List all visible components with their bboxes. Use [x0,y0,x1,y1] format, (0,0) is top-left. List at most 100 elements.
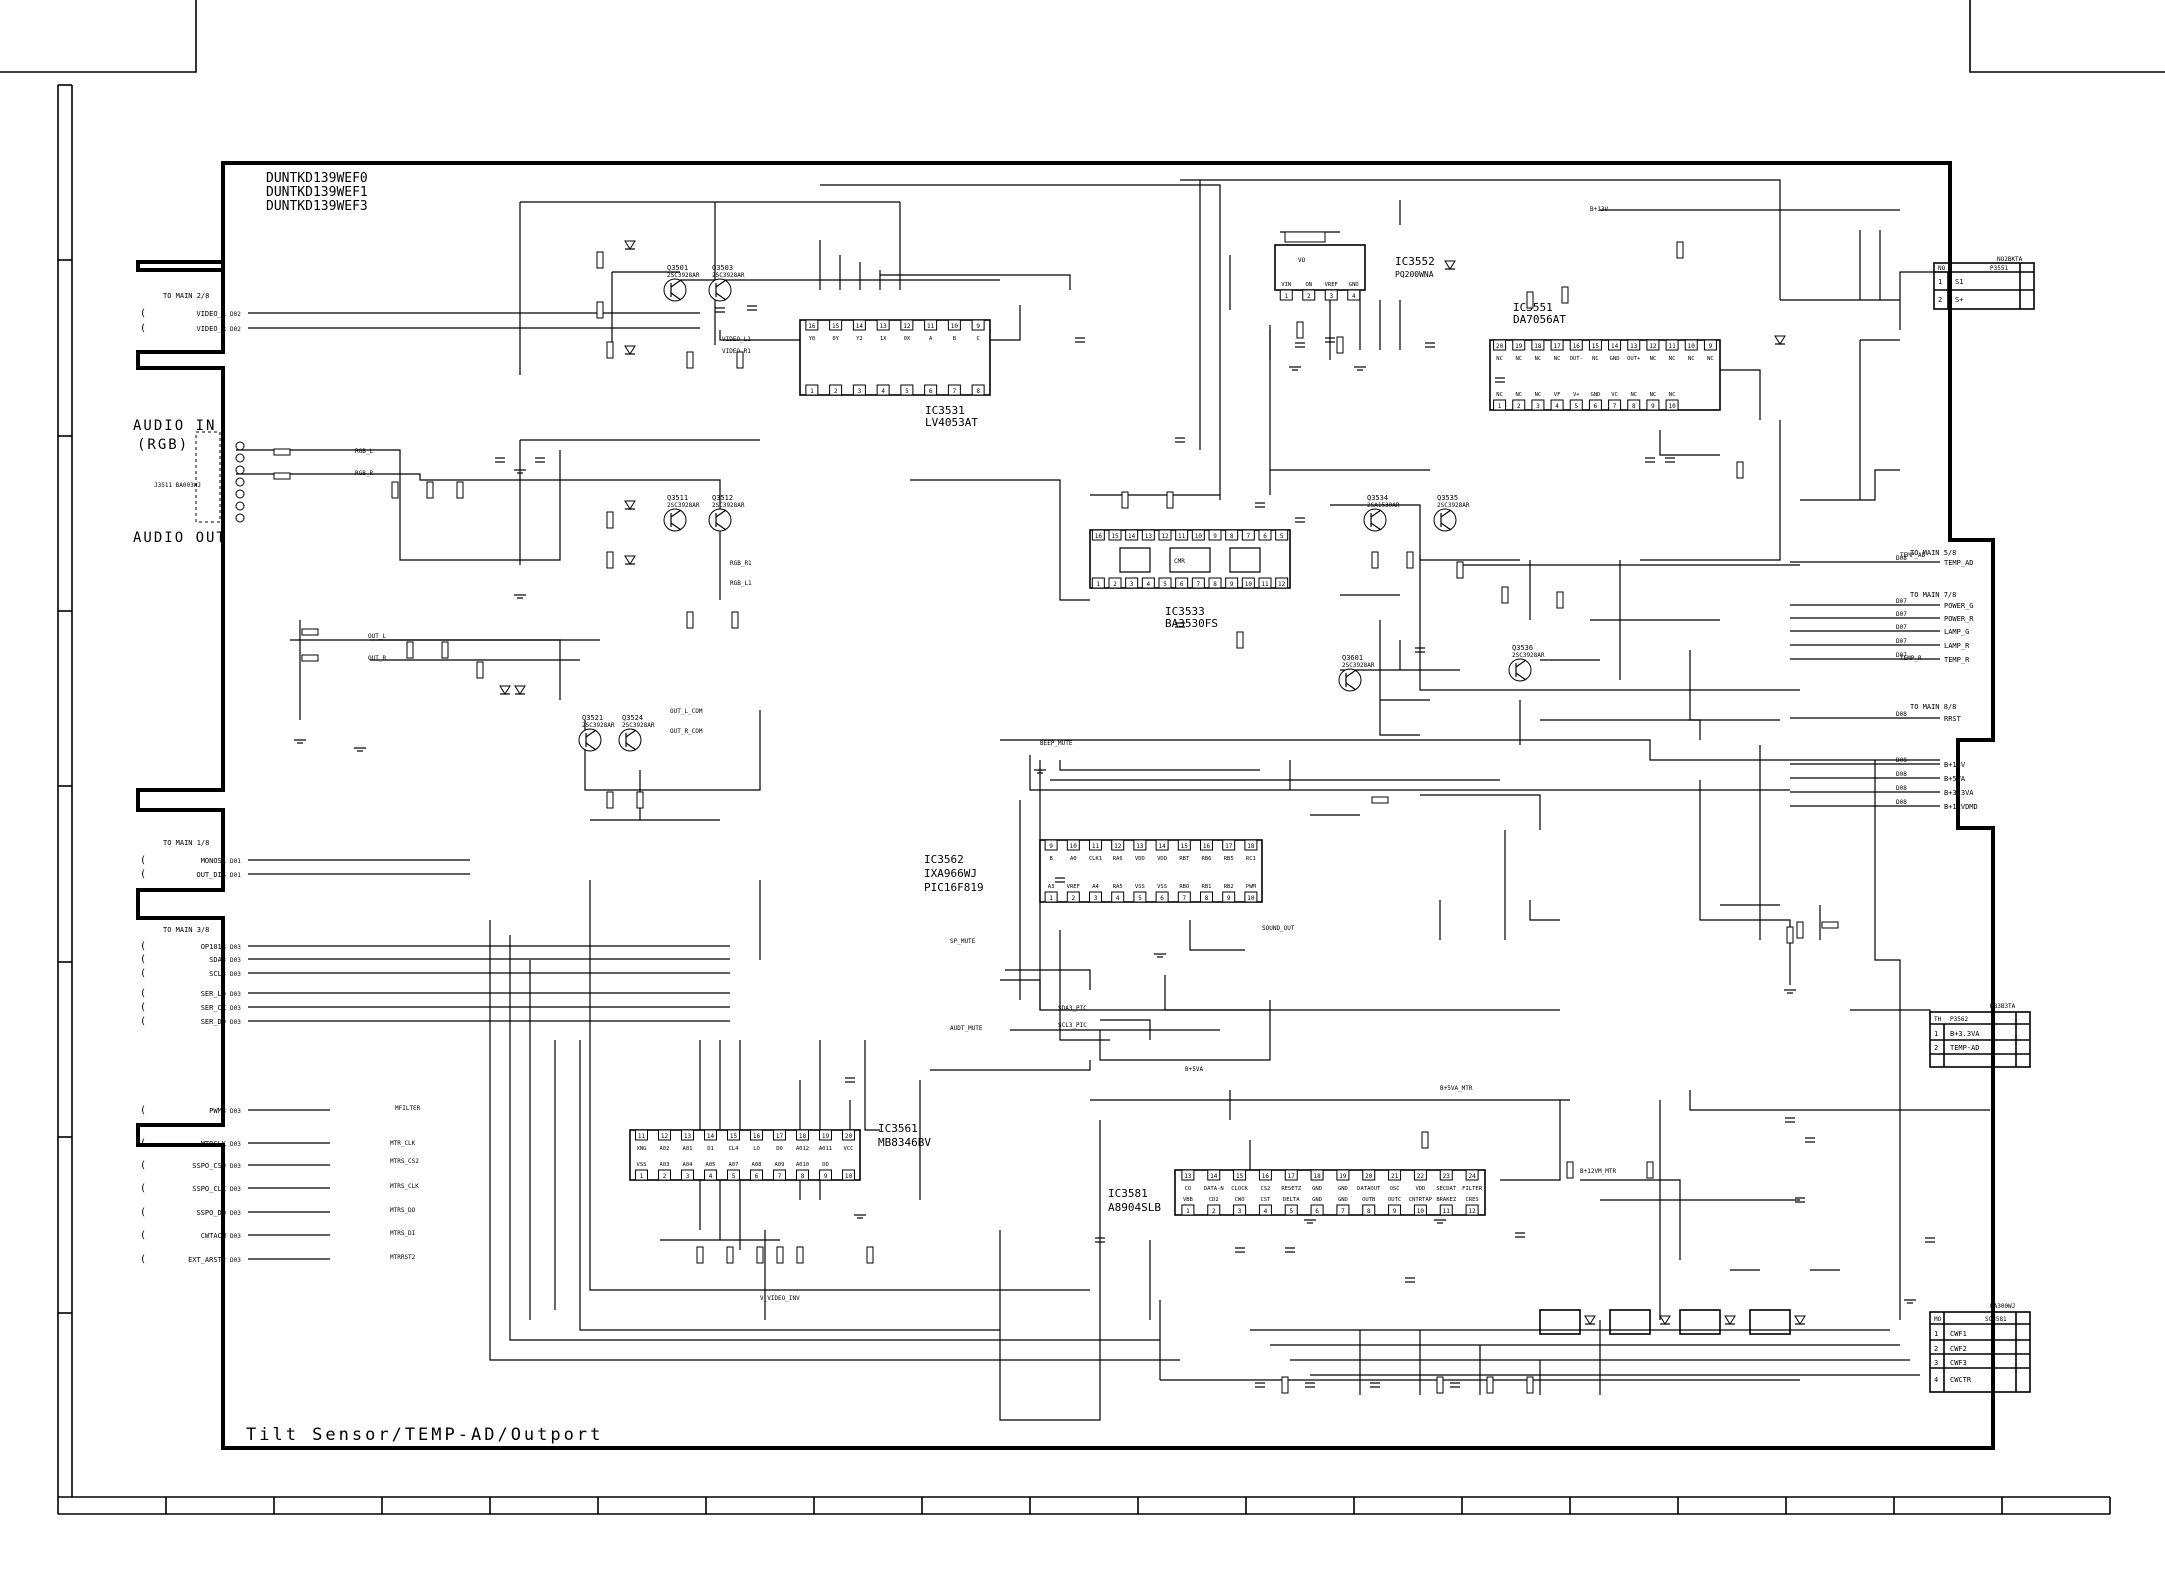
svg-text:2SC3928AR: 2SC3928AR [1512,652,1545,659]
svg-text:Q3601: Q3601 [1342,654,1363,662]
transistor-group: Q35012SC3928ARQ35032SC3928ARQ35112SC3928… [578,264,1545,752]
svg-text:D03: D03 [230,991,241,998]
svg-text:NC: NC [1650,356,1657,362]
svg-text:Q3511: Q3511 [667,494,688,502]
svg-text:D03: D03 [230,957,241,964]
net-label: SDA3_PIC [1058,1005,1087,1012]
ic3561-pins-pin-top: 17 [776,1133,784,1140]
ic3561-pins-pin-top: 14 [707,1133,715,1140]
ic3531-pins-pin-bot: 8 [976,388,980,395]
svg-text:TH: TH [1934,1016,1942,1023]
svg-text:2SC3928AR: 2SC3928AR [1437,502,1470,509]
svg-text:2SC3928AR: 2SC3928AR [712,272,745,279]
ic3551-pins-pin-top: 16 [1573,343,1581,350]
svg-text:A01: A01 [683,1146,693,1152]
ic3561-pins-pin-top: 19 [822,1133,830,1140]
net-label: B+5VA_MTR [1440,1085,1473,1092]
svg-text:VDD: VDD [1135,856,1145,862]
ic3551-pins-pin-top: 9 [1709,343,1713,350]
svg-text:A03: A03 [660,1162,670,1168]
svg-text:NC: NC [1496,392,1503,398]
ic3561-pins-pin-top: 18 [799,1133,807,1140]
right-signal-label: B+12VDMD [1944,803,1978,811]
right-signal-label: RRST [1944,715,1962,723]
svg-text:RB1: RB1 [1202,884,1212,890]
audio-in-label: AUDIO IN [133,418,216,434]
ic3533-pins-pin-bot: 6 [1180,581,1184,588]
board-outline [136,161,1995,1450]
svg-text:D08: D08 [1896,799,1907,806]
corner-mark-top-right [1969,0,2165,73]
model-title: DUNTKD139WEF0 DUNTKD139WEF1 DUNTKD139WEF… [266,171,368,214]
ic3552-pins-pin-bot: 1 [1284,293,1288,300]
svg-text:VIN: VIN [1281,282,1291,288]
to-main-8-8: TO MAIN 8/8 [1910,703,1956,711]
svg-text:VREF: VREF [1067,884,1080,890]
ic3551: IC3551 DA7056AT 20NC19NC18NC17NC16OUT-15… [1489,301,1721,411]
to-main-2-8: TO MAIN 2/8 [163,292,209,300]
ic3531: IC3531 LV4053AT 16Y0150Y14Y2131X120X11A1… [799,319,991,429]
ic3533-pins-pin-bot: 5 [1163,581,1167,588]
ic3551-pins-pin-top: 17 [1553,343,1561,350]
svg-text:D03: D03 [230,944,241,951]
svg-text:A07: A07 [729,1162,739,1168]
svg-text:D08: D08 [1896,771,1907,778]
to-main-1-8: TO MAIN 1/8 [163,839,209,847]
ic3561-ref: IC3561 [878,1122,918,1135]
sc3581-name: SC3581 [1985,1316,2007,1323]
svg-text:D08: D08 [1896,785,1907,792]
ic3562-part2: PIC16F819 [924,881,984,894]
net-label: B+13V [1590,206,1608,213]
ic3562-pins-pin-bot: 6 [1160,895,1164,902]
svg-text:OUTC: OUTC [1388,1197,1401,1203]
svg-text:CO: CO [1185,1186,1192,1192]
svg-text:RBT: RBT [1179,856,1190,862]
ic3562-pins-pin-top: 11 [1092,843,1100,850]
left-signal-label: VIDEO_L [196,310,226,318]
to-main-3-8: TO MAIN 3/8 [163,926,209,934]
svg-text:VREF: VREF [1325,282,1338,288]
left-signal-label: SDA3 [209,956,226,964]
svg-text:NC: NC [1515,356,1522,362]
svg-text:SECDAT: SECDAT [1436,1186,1457,1192]
ic3561-pins-pin-top: 12 [661,1133,669,1140]
ic3581-ref: IC3581 [1108,1187,1148,1200]
right-signal-label: POWER_R [1944,615,1974,623]
ic3561-pins-pin-top: 11 [638,1133,646,1140]
svg-text:VBB: VBB [1183,1197,1194,1203]
sheet-border [57,84,2111,1515]
svg-text:NC: NC [1535,392,1542,398]
svg-text:RA6: RA6 [1113,856,1123,862]
ic3581-pins-pin-top: 15 [1236,1173,1244,1180]
model-line-2: DUNTKD139WEF1 [266,185,368,200]
svg-text:DO: DO [822,1162,829,1168]
p3562-type: NB3B3TA [1990,1003,2016,1010]
ic3581-pins-pin-bot: 12 [1468,1208,1476,1215]
svg-text:NC: NC [1630,392,1637,398]
svg-text:CMR: CMR [1174,558,1185,565]
svg-text:RBO: RBO [1179,884,1189,890]
ic3533-pins-pin-bot: 8 [1213,581,1217,588]
svg-text:(: ( [140,855,146,866]
svg-text:NC: NC [1688,356,1695,362]
svg-text:A011: A011 [819,1146,832,1152]
svg-text:Q3536: Q3536 [1512,644,1533,652]
svg-text:GND: GND [1590,392,1600,398]
ic3551-pins-pin-bot: 9 [1651,403,1655,410]
svg-text:CLK1: CLK1 [1089,856,1102,862]
ic3581-pins-pin-top: 21 [1391,1173,1399,1180]
ic3581-pins-pin-top: 17 [1288,1173,1296,1180]
to-main-5-8: TO MAIN 5/8 [1910,549,1956,557]
svg-text:MO: MO [1934,1316,1942,1323]
